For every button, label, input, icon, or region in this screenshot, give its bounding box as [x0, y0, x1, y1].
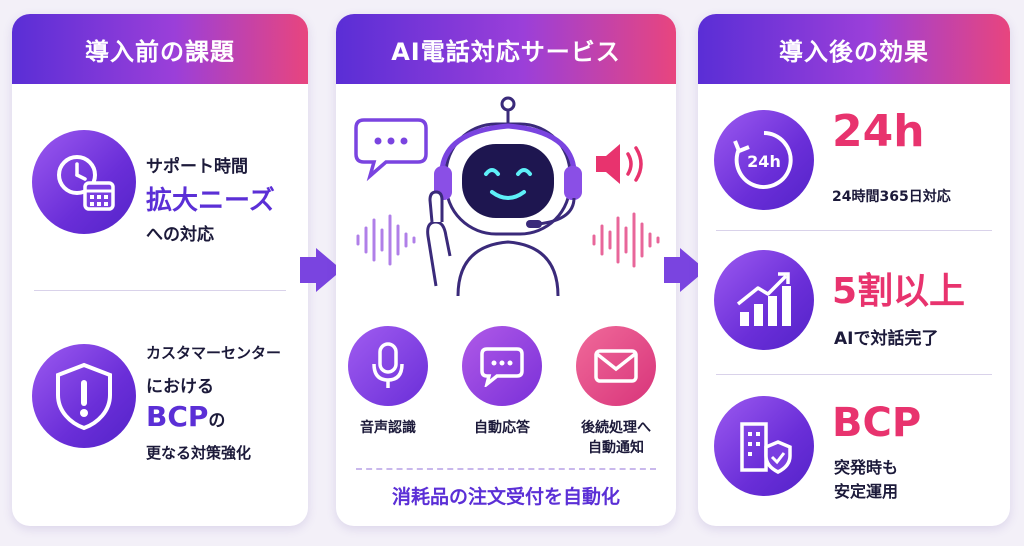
- before-issues-title: 導入前の課題: [12, 14, 308, 84]
- growth-chart-icon: [714, 250, 814, 350]
- right-divider-1: [716, 230, 992, 231]
- building-shield-icon: [714, 396, 814, 496]
- robot-operator-icon: [426, 96, 582, 297]
- chat-bubble-icon: [462, 326, 542, 406]
- clock-24h-icon: 24h: [714, 110, 814, 210]
- issue1-line3: への対応: [146, 225, 214, 245]
- issue2-bcp: BCP: [146, 400, 209, 433]
- feature-label-followup-2: 自動通知: [588, 440, 644, 456]
- ai-service-title: AI電話対応サービス: [336, 14, 676, 84]
- svg-text:24h: 24h: [747, 152, 781, 171]
- right-divider-2: [716, 374, 992, 375]
- feature-label-followup: 後続処理へ: [581, 420, 651, 436]
- feature-label-auto-response: 自動応答: [474, 420, 530, 436]
- issue2-line4: 更なる対策強化: [146, 444, 252, 462]
- mid-divider: [356, 468, 656, 470]
- shield-alert-icon: [32, 344, 136, 448]
- effect2-sub: AIで対話完了: [834, 329, 939, 349]
- after-effects-panel: 導入後の効果 24h 24h 24時間365日対応 5割以上 AIで対話完了: [698, 14, 1010, 526]
- speaker-icon: [596, 144, 643, 184]
- left-divider: [34, 290, 286, 291]
- issue2-line2: における: [146, 377, 214, 397]
- effect2-headline: 5割以上: [832, 271, 966, 312]
- effect3-sub: 突発時も: [834, 458, 899, 477]
- speech-bubble-icon: [354, 118, 428, 182]
- sound-wave-right-icon: [592, 212, 660, 268]
- issue1-line1: サポート時間: [146, 157, 248, 177]
- issue2-line1: カスタマーセンター: [146, 344, 282, 362]
- mail-icon: [576, 326, 656, 406]
- after-effects-title: 導入後の効果: [698, 14, 1010, 84]
- effect1-headline: 24h: [832, 106, 925, 157]
- feature-label-voice-recognition: 音声認識: [360, 420, 416, 436]
- effect3-headline: BCP: [832, 400, 922, 446]
- effect3-sub2: 安定運用: [834, 482, 899, 501]
- issue2-bcp-suffix: の: [208, 411, 226, 431]
- mid-footer: 消耗品の注文受付を自動化: [391, 486, 620, 508]
- sound-wave-left-icon: [356, 214, 416, 266]
- issue1-line2: 拡大ニーズ: [146, 186, 275, 216]
- before-issues-panel: 導入前の課題 サポート時間 拡大ニーズ への対応 カスタマーセンター における …: [12, 14, 308, 526]
- effect1-sub: 24時間365日対応: [832, 189, 951, 205]
- ai-service-panel: AI電話対応サービス: [336, 14, 676, 526]
- issue2-line3: BCPの: [146, 400, 225, 433]
- clock-calendar-icon: [32, 130, 136, 234]
- microphone-icon: [348, 326, 428, 406]
